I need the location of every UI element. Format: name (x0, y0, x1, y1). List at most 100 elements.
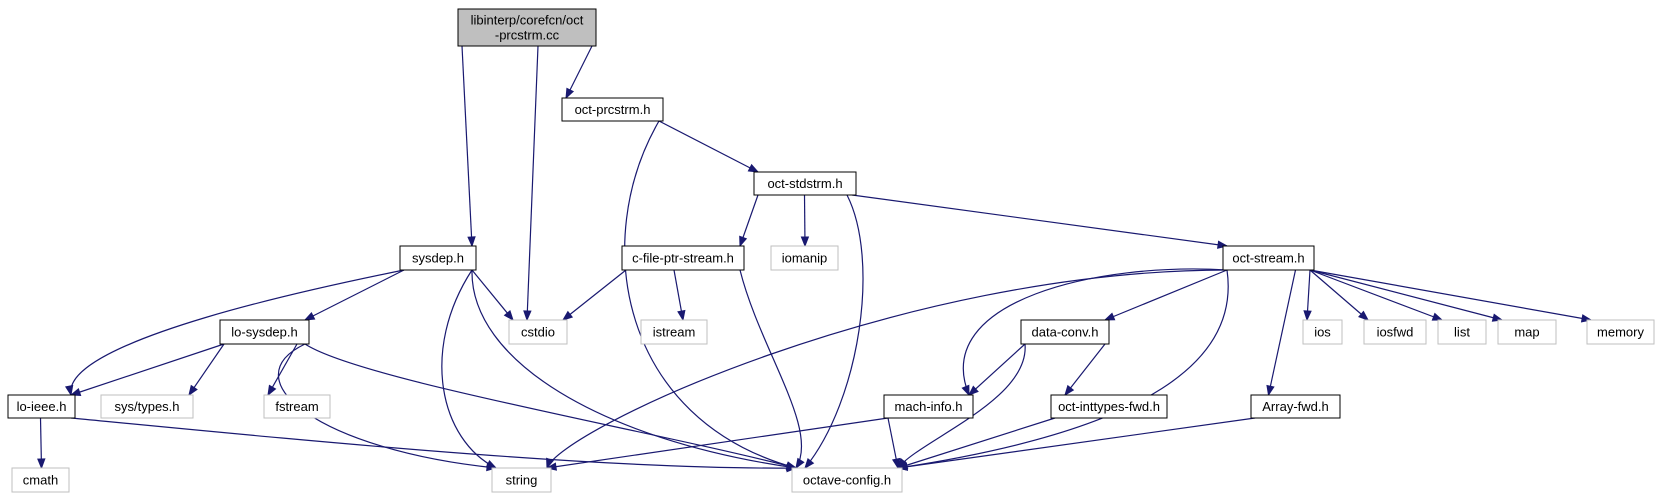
edges-layer (37, 45, 1593, 473)
arrowhead (1358, 310, 1370, 321)
arrowhead (467, 236, 476, 248)
edge-sysdep-h-to-lo-ieee-h (64, 269, 405, 397)
edge-line (1309, 269, 1369, 321)
edge-array-fwd-h-to-octave-config-h (896, 417, 1256, 471)
node-box (883, 394, 974, 419)
arrowhead (546, 457, 555, 470)
node-lo-sysdep-h[interactable]: lo-sysdep.h (219, 319, 310, 345)
node-box (1363, 319, 1427, 345)
node-box (399, 245, 477, 271)
edge-line (461, 45, 473, 247)
edge-line (897, 269, 1229, 469)
edge-line (897, 417, 1056, 469)
node-box (7, 394, 76, 419)
arrowhead (795, 457, 805, 470)
node-oct-stdstrm-h[interactable]: oct-stdstrm.h (753, 171, 857, 196)
node-map: map (1497, 319, 1557, 345)
node-oct-prcstrm-h[interactable]: oct-prcstrm.h (561, 97, 664, 122)
node-box (640, 319, 708, 345)
node-string: string (491, 467, 552, 493)
edge-oct-stream-h-to-iosfwd (1309, 269, 1370, 321)
arrowhead (523, 310, 532, 322)
node-array-fwd-h[interactable]: Array-fwd.h (1250, 394, 1341, 419)
node-mach-info-h[interactable]: mach-info.h (883, 394, 974, 419)
node-label: oct-inttypes-fwd.h (1058, 399, 1160, 414)
edge-line (1104, 269, 1228, 321)
edge-mach-info-h-to-octave-config-h (887, 417, 901, 470)
edge-line (304, 343, 797, 469)
node-box (263, 394, 331, 419)
node-fstream: fstream (263, 394, 331, 419)
edge-oct-stdstrm-h-to-oct-stream-h (851, 194, 1229, 249)
node-box (11, 467, 70, 493)
edge-oct-prcstrm-h-to-oct-stdstrm-h (658, 120, 760, 173)
node-octave-config-h: octave-config.h (791, 467, 903, 493)
arrowhead (267, 384, 277, 397)
node-label: oct-stdstrm.h (767, 176, 842, 191)
node-label: libinterp/corefcn/oct (471, 13, 584, 28)
node-label: iomanip (782, 251, 828, 266)
edge-line (188, 343, 225, 396)
node-root[interactable]: libinterp/corefcn/oct-prcstrm.cc (457, 8, 597, 47)
node-label: c-file-ptr-stream.h (632, 251, 734, 266)
arrowhead (677, 309, 686, 322)
edge-line (658, 120, 759, 173)
node-sys-types-h: sys/types.h (100, 394, 194, 419)
node-label: iosfwd (1377, 325, 1414, 340)
node-label: string (506, 473, 538, 488)
node-lo-ieee-h[interactable]: lo-ieee.h (7, 394, 76, 419)
node-data-conv-h[interactable]: data-conv.h (1020, 319, 1110, 345)
node-iomanip: iomanip (770, 245, 839, 271)
edge-line (804, 194, 864, 469)
node-istream: istream (640, 319, 708, 345)
arrowhead (565, 87, 575, 100)
node-label: data-conv.h (1032, 325, 1099, 340)
arrowhead (739, 235, 748, 248)
edge-line (739, 269, 803, 469)
edge-line (471, 269, 797, 469)
edge-lo-sysdep-h-to-octave-config-h (304, 343, 798, 470)
arrowhead (1266, 384, 1275, 397)
edge-oct-stream-h-to-list (1309, 269, 1444, 321)
node-box (1250, 394, 1341, 419)
edge-sysdep-h-to-string (441, 269, 498, 469)
node-label: sys/types.h (114, 399, 179, 414)
edge-line (1267, 269, 1297, 396)
arrowhead (967, 385, 979, 396)
arrowhead (64, 384, 74, 397)
node-label: ios (1314, 325, 1331, 340)
edge-sysdep-h-to-lo-sysdep-h (303, 269, 405, 321)
edge-line (968, 343, 1026, 396)
node-oct-stream-h[interactable]: oct-stream.h (1222, 245, 1315, 271)
edge-line (562, 269, 627, 321)
node-memory: memory (1586, 319, 1655, 345)
edge-c-file-ptr-stream-h-to-cstdio (561, 269, 627, 321)
node-label: istream (653, 325, 696, 340)
node-c-file-ptr-stream-h[interactable]: c-file-ptr-stream.h (621, 245, 745, 271)
node-cstdio: cstdio (508, 319, 568, 345)
node-box (1222, 245, 1315, 271)
arrowhead (561, 310, 574, 321)
arrowhead (303, 311, 316, 321)
node-ios: ios (1302, 319, 1343, 345)
nodes-layer: libinterp/corefcn/oct-prcstrm.cc oct-prcs… (7, 8, 1655, 493)
edge-oct-stdstrm-h-to-octave-config-h (804, 194, 864, 470)
edge-root-to-sysdep-h (461, 45, 476, 248)
edge-oct-inttypes-fwd-h-to-octave-config-h (896, 417, 1056, 470)
node-label: fstream (275, 399, 318, 414)
node-box (621, 245, 745, 271)
edge-c-file-ptr-stream-h-to-istream (673, 269, 686, 322)
node-oct-inttypes-fwd-h[interactable]: oct-inttypes-fwd.h (1050, 394, 1168, 419)
node-label: oct-prcstrm.h (575, 102, 651, 117)
edge-root-to-cstdio (523, 45, 539, 322)
edge-c-file-ptr-stream-h-to-octave-config-h (739, 269, 805, 470)
arrowhead (804, 457, 815, 470)
edge-line (471, 269, 514, 321)
arrowhead (800, 236, 810, 248)
node-box (219, 319, 310, 345)
node-sysdep-h[interactable]: sysdep.h (399, 245, 477, 271)
edge-oct-stream-h-to-mach-info-h (961, 268, 1228, 397)
edge-root-to-oct-prcstrm-h (565, 45, 593, 100)
edge-oct-stdstrm-h-to-iomanip (800, 194, 810, 248)
edge-line (546, 269, 1228, 469)
